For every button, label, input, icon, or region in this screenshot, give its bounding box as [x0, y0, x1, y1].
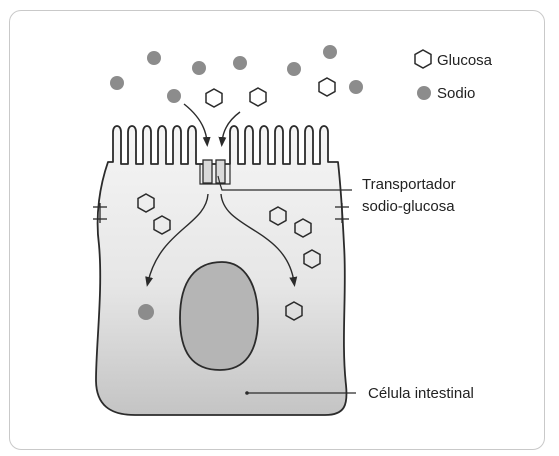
legend-sodium-label: Sodio — [437, 85, 475, 102]
nucleus — [180, 262, 258, 370]
sodium-ion — [233, 56, 247, 70]
glucose-molecule — [319, 78, 335, 96]
cell-pointer-dot — [245, 391, 249, 395]
transporter-label-line1: Transportador — [362, 176, 456, 193]
transporter-channel-left — [203, 160, 212, 183]
legend-glucose-label: Glucosa — [437, 52, 493, 69]
glucose-molecule — [206, 89, 222, 107]
glucose-molecule — [250, 88, 266, 106]
sodium-ion-inside — [138, 304, 154, 320]
sodium-ion — [349, 80, 363, 94]
sodium-legend-icon — [417, 86, 431, 100]
cell-label: Célula intestinal — [368, 385, 474, 402]
sodium-ion — [147, 51, 161, 65]
sodium-ion — [323, 45, 337, 59]
sodium-ion — [110, 76, 124, 90]
sodium-ion — [192, 61, 206, 75]
sodium-ion — [287, 62, 301, 76]
glucose-legend-icon — [415, 50, 431, 68]
transporter-label-line2: sodio-glucosa — [362, 198, 455, 215]
transporter-channel-right — [216, 160, 225, 183]
sodium-ion — [167, 89, 181, 103]
glucose-molecules-outside — [206, 78, 335, 107]
legend: Glucosa Sodio — [415, 50, 493, 102]
